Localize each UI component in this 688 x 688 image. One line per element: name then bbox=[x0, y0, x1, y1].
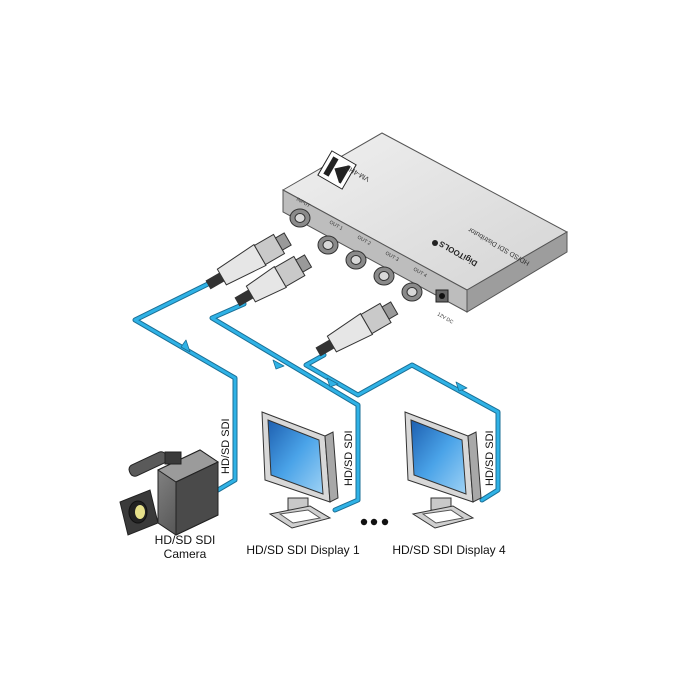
display-1-label: HD/SD SDI Display 1 bbox=[246, 543, 360, 557]
bnc-plug-out1 bbox=[234, 254, 313, 307]
display-4-icon bbox=[404, 411, 482, 529]
power-jack[interactable] bbox=[435, 289, 449, 303]
camera-label-line1: HD/SD SDI bbox=[154, 533, 216, 547]
arrow-up-icon bbox=[180, 339, 191, 353]
cable-out1-label: HD/SD SDI bbox=[343, 430, 355, 486]
camera-label: HD/SD SDI Camera bbox=[140, 533, 230, 561]
arrow-right-icon bbox=[326, 377, 339, 388]
arrow-down-icon bbox=[272, 359, 285, 370]
camera-icon bbox=[119, 449, 220, 536]
bnc-port-input[interactable] bbox=[289, 208, 311, 228]
cable-out4 bbox=[303, 352, 501, 503]
cable-out1 bbox=[209, 301, 361, 513]
bnc-port-out2[interactable] bbox=[345, 250, 367, 270]
display-1-icon bbox=[261, 411, 339, 529]
bnc-port-out3[interactable] bbox=[373, 266, 395, 286]
bnc-plug-out4 bbox=[315, 301, 399, 357]
kramer-logo bbox=[317, 150, 357, 190]
bnc-port-out4[interactable] bbox=[401, 282, 423, 302]
arrow-right-icon bbox=[455, 381, 468, 392]
port-power-label: 12V DC bbox=[436, 312, 454, 326]
cable-input-label: HD/SD SDI bbox=[220, 418, 232, 474]
camera-label-line2: Camera bbox=[163, 547, 207, 561]
ellipsis-icon bbox=[360, 518, 389, 526]
bnc-port-out1[interactable] bbox=[317, 235, 339, 255]
cable-out4-label: HD/SD SDI bbox=[484, 430, 496, 486]
brand-dot-icon bbox=[432, 240, 438, 246]
display-4-label: HD/SD SDI Display 4 bbox=[392, 543, 506, 557]
distributor-device: VM-4HD HD/SD SDI Distributor DigiTOOLS I… bbox=[281, 132, 569, 326]
cable-input bbox=[132, 279, 238, 493]
bnc-plug-input bbox=[205, 232, 292, 290]
